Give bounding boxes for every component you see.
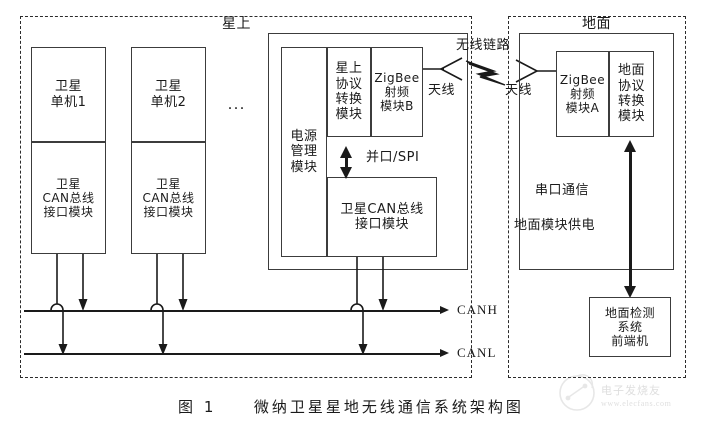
satellite-unit-1-can-interface: 卫星 CAN总线 接口模块 [31,142,106,254]
region-ground-label: 地面 [582,16,611,32]
watermark-text: 电子发烧友 [601,384,661,397]
canh-label: CANH [457,302,498,317]
ground-protocol-conversion-module: 地面 协议 转换 模块 [609,51,654,137]
caption-title: 微纳卫星星地无线通信系统架构图 [253,398,524,416]
ground-detection-front-end-machine: 地面检测 系统 前端机 [589,297,671,357]
zigbee-rf-module-a: ZigBee 射频 模块A [556,51,609,137]
ground-antenna-label: 天线 [505,83,533,98]
zigbee-rf-module-b: ZigBee 射频 模块B [371,47,423,137]
canl-bus-line [24,353,442,355]
region-satellite-boundary [20,16,472,378]
canl-arrow-head [440,349,449,357]
figure-caption: 图 1 微纳卫星星地无线通信系统架构图 [0,396,702,417]
watermark-url: www.elecfans.com [601,399,672,408]
region-ground-boundary [508,16,686,378]
ground-link-arrow-shaft [629,150,632,288]
satellite-unit-2-top: 卫星 单机2 [131,47,206,142]
spi-bus-label: 并口/SPI [366,150,420,165]
power-management-module: 电源 管理 模块 [281,47,327,257]
satellite-subsystem-frame [268,33,468,270]
ground-link-arrow-up-head [624,140,636,152]
satellite-unit-2-can-interface: 卫星 CAN总线 接口模块 [131,142,206,254]
canl-label: CANL [457,345,497,360]
onboard-protocol-conversion-module: 星上 协议 转换 模块 [327,47,371,137]
caption-number: 图 1 [178,398,217,416]
satellite-can-bus-interface-module: 卫星CAN总线 接口模块 [327,177,437,257]
ground-subsystem-frame [519,33,674,270]
canh-bus-line [24,310,442,312]
ground-module-power-label: 地面模块供电 [514,218,596,233]
ground-link-arrow-down-head [624,286,636,298]
units-ellipsis: ... [228,96,246,113]
spi-arrow-shaft [345,156,348,169]
spi-arrow-down-head [340,167,352,179]
spi-arrow-up-head [340,146,352,158]
serial-communication-label: 串口通信 [535,183,590,198]
satellite-unit-1-top: 卫星 单机1 [31,47,106,142]
satellite-antenna-label: 天线 [428,83,456,98]
wireless-link-label: 无线链路 [456,38,511,53]
canh-arrow-head [440,306,449,314]
region-satellite-label: 星上 [222,16,251,32]
